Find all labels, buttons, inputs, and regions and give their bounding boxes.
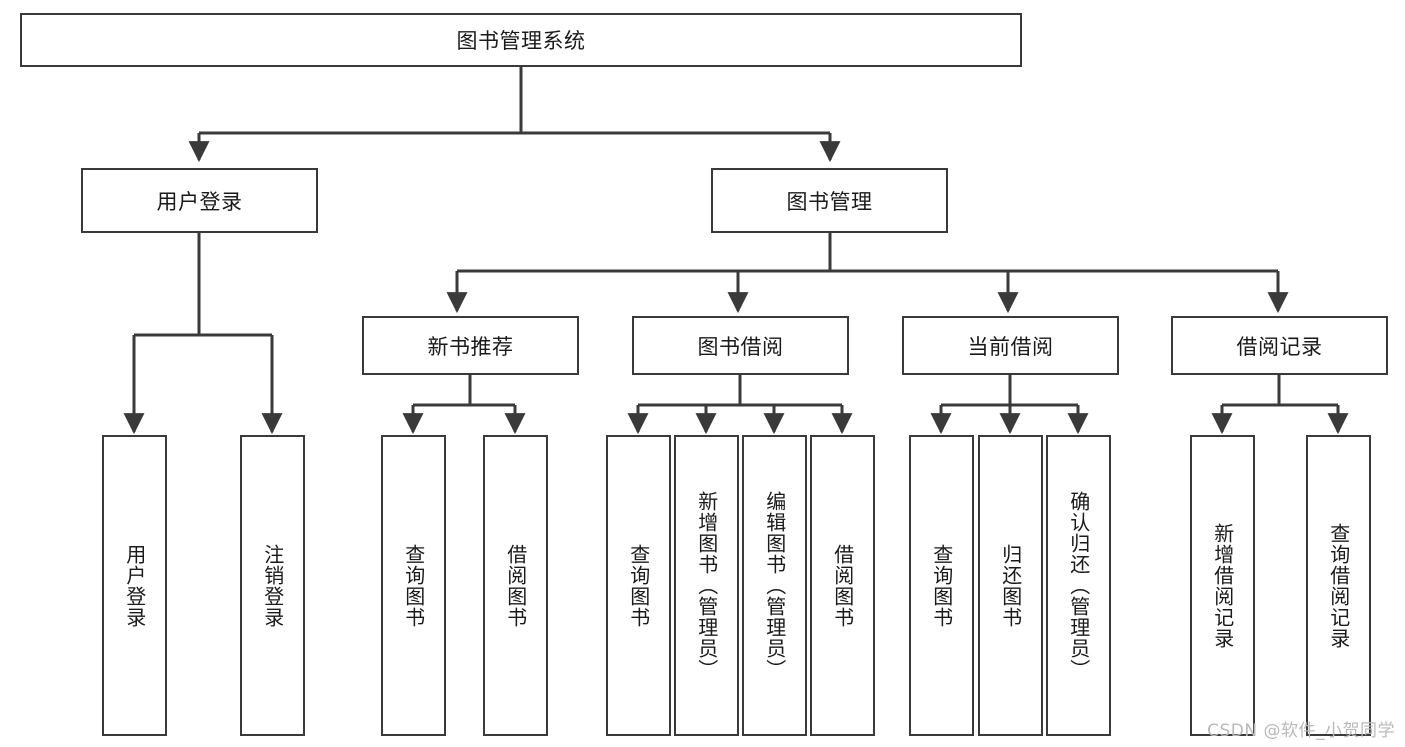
node-label: 新增借阅记录 [1210, 522, 1235, 649]
node-new-book-recommend[interactable]: 新书推荐 [362, 316, 579, 375]
leaf-borrow-borrow-book[interactable]: 借阅图书 [810, 435, 875, 736]
node-book-management[interactable]: 图书管理 [711, 168, 948, 233]
leaf-current-return-book[interactable]: 归还图书 [978, 435, 1043, 736]
node-label: 新增图书（管理员） [694, 491, 719, 680]
node-current-borrow[interactable]: 当前借阅 [902, 316, 1119, 375]
leaf-current-confirm-return-admin[interactable]: 确认归还（管理员） [1046, 435, 1111, 736]
leaf-user-login-logout[interactable]: 注销登录 [240, 435, 305, 736]
leaf-record-add-record[interactable]: 新增借阅记录 [1190, 435, 1255, 736]
node-label: 查询图书 [929, 543, 954, 628]
node-label: 图书借阅 [697, 334, 784, 359]
node-label: 归还图书 [998, 543, 1023, 628]
node-user-login[interactable]: 用户登录 [81, 168, 318, 233]
node-borrow-record[interactable]: 借阅记录 [1171, 316, 1388, 375]
leaf-record-query-record[interactable]: 查询借阅记录 [1306, 435, 1371, 736]
node-label: 新书推荐 [427, 334, 514, 359]
leaf-borrow-query-book[interactable]: 查询图书 [606, 435, 671, 736]
leaf-user-login-login[interactable]: 用户登录 [102, 435, 167, 736]
leaf-recommend-query-book[interactable]: 查询图书 [381, 435, 446, 736]
watermark-text: CSDN @软件_小贺同学 [1207, 721, 1395, 741]
leaf-borrow-edit-book-admin[interactable]: 编辑图书（管理员） [742, 435, 807, 736]
leaf-recommend-borrow-book[interactable]: 借阅图书 [483, 435, 548, 736]
node-label: 借阅记录 [1236, 334, 1323, 359]
leaf-borrow-add-book-admin[interactable]: 新增图书（管理员） [674, 435, 739, 736]
leaf-current-query-book[interactable]: 查询图书 [909, 435, 974, 736]
node-label: 查询借阅记录 [1326, 522, 1351, 649]
node-label: 借阅图书 [830, 543, 855, 628]
node-label: 查询图书 [626, 543, 651, 628]
node-label: 借阅图书 [503, 543, 528, 628]
node-label: 确认归还（管理员） [1066, 491, 1091, 680]
node-label: 当前借阅 [967, 334, 1054, 359]
node-book-borrow[interactable]: 图书借阅 [632, 316, 849, 375]
node-label: 图书管理 [786, 189, 873, 214]
node-label: 图书管理系统 [456, 29, 586, 53]
node-label: 用户登录 [122, 543, 147, 628]
node-label: 用户登录 [156, 189, 243, 214]
node-label: 注销登录 [260, 543, 285, 628]
node-label: 编辑图书（管理员） [762, 491, 787, 680]
node-root-system[interactable]: 图书管理系统 [20, 13, 1022, 67]
node-label: 查询图书 [401, 543, 426, 628]
